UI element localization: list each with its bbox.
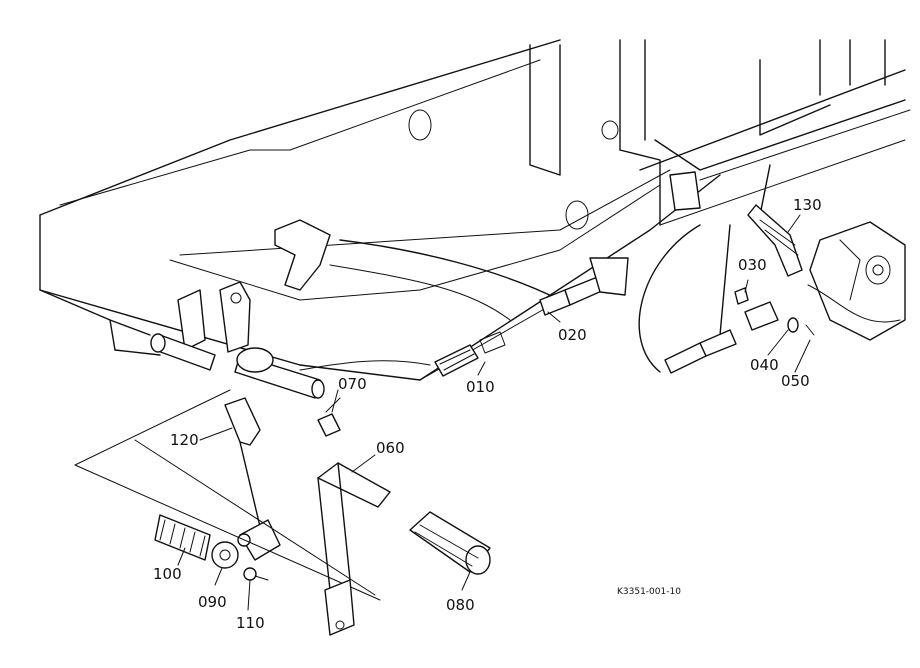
label-part-070: 070 [338, 375, 367, 393]
speed-control-cable [299, 239, 629, 377]
foot-pedal [317, 462, 491, 636]
label-part-080: 080 [446, 596, 475, 614]
label-part-060: 060 [376, 439, 405, 457]
label-part-090: 090 [198, 593, 227, 611]
label-part-100: 100 [153, 565, 182, 583]
transmission-box [807, 221, 906, 341]
label-part-130: 130 [793, 196, 822, 214]
label-part-030: 030 [738, 256, 767, 274]
label-part-050: 050 [781, 372, 810, 390]
leader-lines [177, 214, 811, 611]
label-part-120: 120 [170, 431, 199, 449]
pedal-lever [74, 389, 381, 601]
chassis-frame [39, 39, 911, 381]
label-part-110: 110 [236, 614, 265, 632]
label-part-010: 010 [466, 378, 495, 396]
bolt-070 [317, 397, 341, 437]
right-cable [638, 164, 815, 374]
label-part-020: 020 [558, 326, 587, 344]
shift-bracket [150, 219, 331, 399]
label-part-040: 040 [750, 356, 779, 374]
drawing-reference: K3351-001-10 [617, 587, 681, 597]
